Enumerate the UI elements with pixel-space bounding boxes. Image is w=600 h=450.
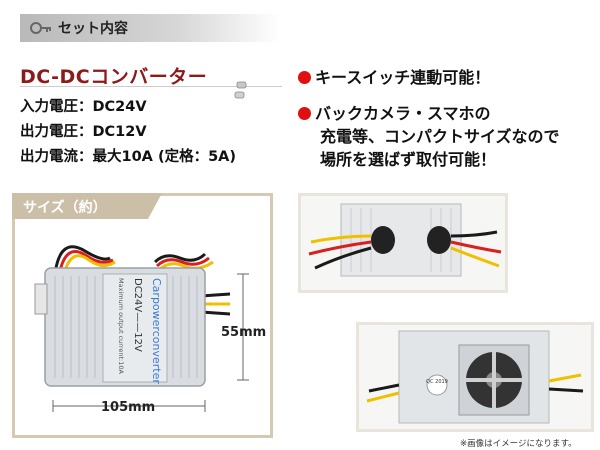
qc-badge-text: QC 2019 [426, 379, 448, 385]
bullet-dot-icon [298, 71, 311, 84]
width-dimension-label: 105mm [101, 400, 156, 415]
device-label-main: Carpowerconverter [150, 278, 163, 384]
product-photo-fan: QC 2019 [356, 322, 594, 432]
title-divider [20, 86, 282, 87]
disclaimer-note: ※画像はイメージになります。 [460, 439, 577, 449]
device-label-small: Maximum output current:10A [117, 278, 125, 375]
device-label-sub: DC24V——12V [132, 278, 143, 352]
size-panel: Carpowerconverter DC24V——12V Maximum out… [12, 193, 273, 438]
feature-item: バックカメラ・スマホの 充電等、コンパクトサイズなので 場所を選ばず取付可能！ [298, 102, 560, 171]
bullet-dot-icon [298, 107, 311, 120]
feature-line: 場所を選ばず取付可能！ [320, 150, 497, 169]
spec-output-voltage: 出力電圧：DC12V [20, 124, 147, 140]
small-parts-image [234, 81, 247, 99]
height-dimension-label: 55mm [221, 325, 267, 340]
section-title: セット内容 [58, 21, 128, 37]
feature-item: キースイッチ連動可能！ [298, 66, 490, 89]
spec-input-voltage: 入力電圧：DC24V [20, 99, 147, 115]
feature-line: 充電等、コンパクトサイズなので [320, 127, 560, 146]
feature-line: バックカメラ・スマホの [315, 104, 491, 123]
product-photo-side [298, 193, 508, 293]
key-icon [30, 22, 51, 34]
section-header: セット内容 [20, 14, 280, 42]
product-title: DC-DCコンバーター [20, 66, 208, 88]
feature-line: キースイッチ連動可能！ [315, 68, 491, 87]
spec-output-current: 出力電流：最大10A (定格：5A) [20, 149, 237, 165]
size-tab: サイズ（約） [12, 193, 162, 219]
qc-badge [426, 374, 448, 396]
converter-size-image: Carpowerconverter DC24V——12V Maximum out… [34, 245, 249, 412]
